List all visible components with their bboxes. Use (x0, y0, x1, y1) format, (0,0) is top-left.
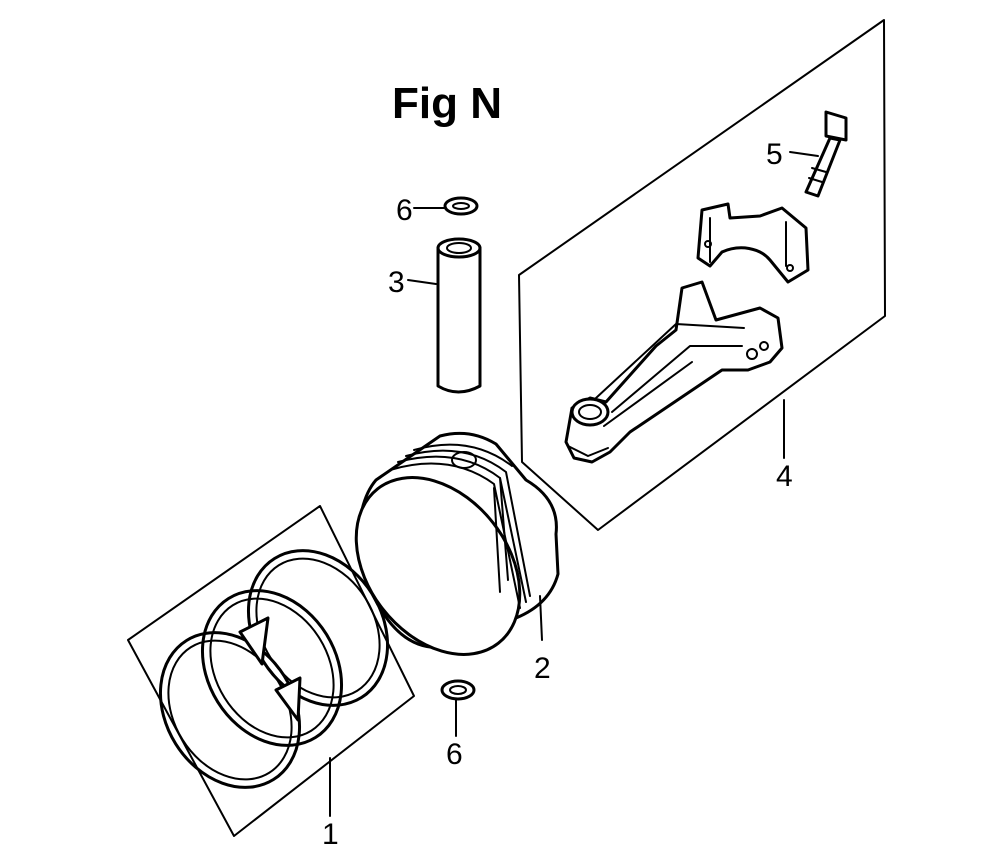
callout-1: 1 (322, 818, 339, 851)
callout-5: 5 (766, 138, 783, 171)
callout-3: 3 (388, 266, 405, 299)
callout-6-top: 6 (396, 194, 413, 227)
piston-pin (407, 237, 482, 394)
rod-cap (696, 202, 810, 284)
rod-assembly-bracket (518, 19, 886, 531)
callout-6-bottom: 6 (446, 738, 463, 771)
pin-clip-bottom (440, 679, 476, 737)
pin-clip-top (413, 196, 479, 216)
rod-body (564, 280, 784, 464)
rod-bolt (804, 110, 848, 198)
piston-ring-set (127, 505, 415, 837)
callout-2: 2 (534, 652, 551, 685)
connecting-rod-assembly (518, 19, 886, 531)
leader-5 (789, 151, 819, 157)
leader-2 (539, 595, 543, 641)
leader-3 (407, 279, 437, 285)
piston (354, 431, 560, 656)
figure-title: Fig N (392, 79, 502, 128)
callout-4: 4 (776, 460, 793, 493)
